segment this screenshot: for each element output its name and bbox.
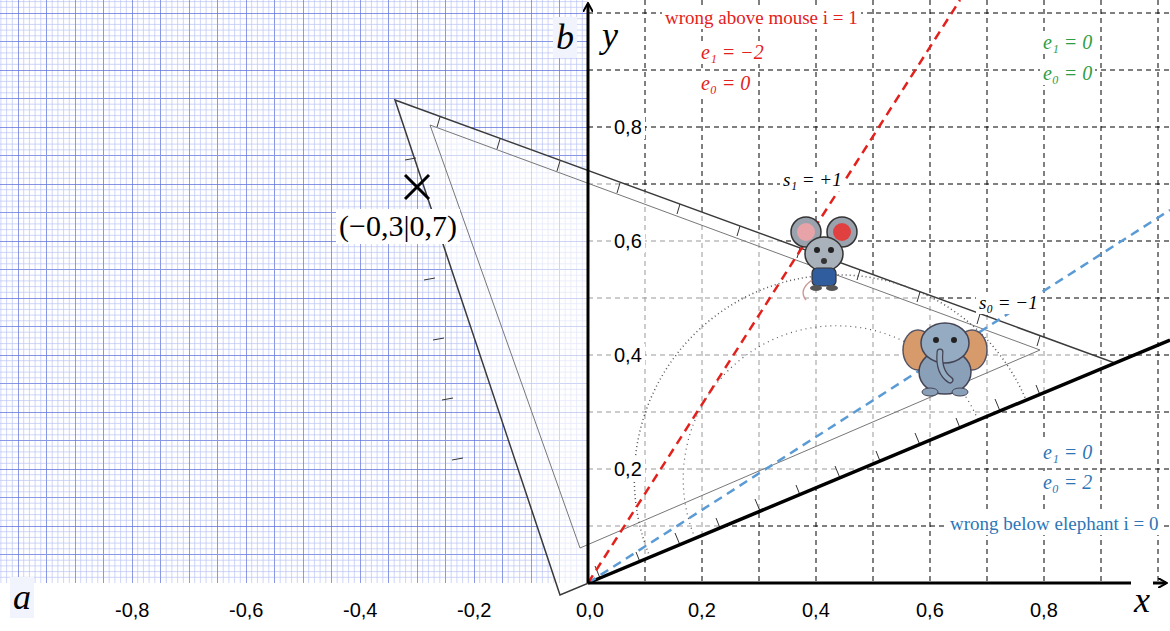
- error-value: e₁ = −2: [698, 41, 767, 64]
- x-axis: [588, 582, 1166, 585]
- tick-label: -0,2: [454, 599, 494, 622]
- tick-label: 0,4: [799, 599, 833, 622]
- tick-label: 0,4: [611, 344, 645, 367]
- tick-label: 0,6: [611, 230, 645, 253]
- error-value: e₁ = 0: [1040, 31, 1095, 54]
- error-value: e₀ = 0: [1040, 62, 1095, 85]
- point-label: (−0,3|0,7): [336, 209, 460, 244]
- mouse-illustration: [791, 217, 857, 300]
- error-value: e₁ = 0: [1040, 441, 1095, 464]
- axis-name: y: [599, 15, 621, 56]
- elephant-illustration: [903, 323, 987, 396]
- red-dashed-line: [588, 0, 960, 583]
- note-text: wrong below elephant i = 0: [947, 513, 1162, 535]
- blue-dashed-line: [588, 210, 1170, 583]
- tick-label: 0,2: [611, 458, 645, 481]
- tick-label: 0,2: [685, 599, 719, 622]
- class-label: s₀ = −1: [976, 292, 1041, 314]
- axis-name: x: [1131, 580, 1153, 621]
- tick-label: 0,8: [611, 116, 645, 139]
- class-label: s₁ = +1: [780, 169, 845, 191]
- axis-name: b: [553, 17, 577, 58]
- tick-label: -0,4: [340, 599, 380, 622]
- note-text: wrong above mouse i = 1: [662, 7, 861, 29]
- point-marker: [405, 175, 429, 199]
- tick-label: 0,6: [913, 599, 947, 622]
- tick-label: 0,8: [1027, 599, 1061, 622]
- error-value: e₀ = 2: [1040, 471, 1095, 494]
- tick-label: 0,0: [573, 599, 607, 622]
- axis-name: a: [10, 577, 34, 618]
- error-value: e₀ = 0: [698, 72, 753, 95]
- y-axis: [587, 4, 590, 583]
- tick-label: -0,8: [112, 599, 152, 622]
- boundary-line: [588, 340, 1170, 583]
- tick-label: -0,6: [226, 599, 266, 622]
